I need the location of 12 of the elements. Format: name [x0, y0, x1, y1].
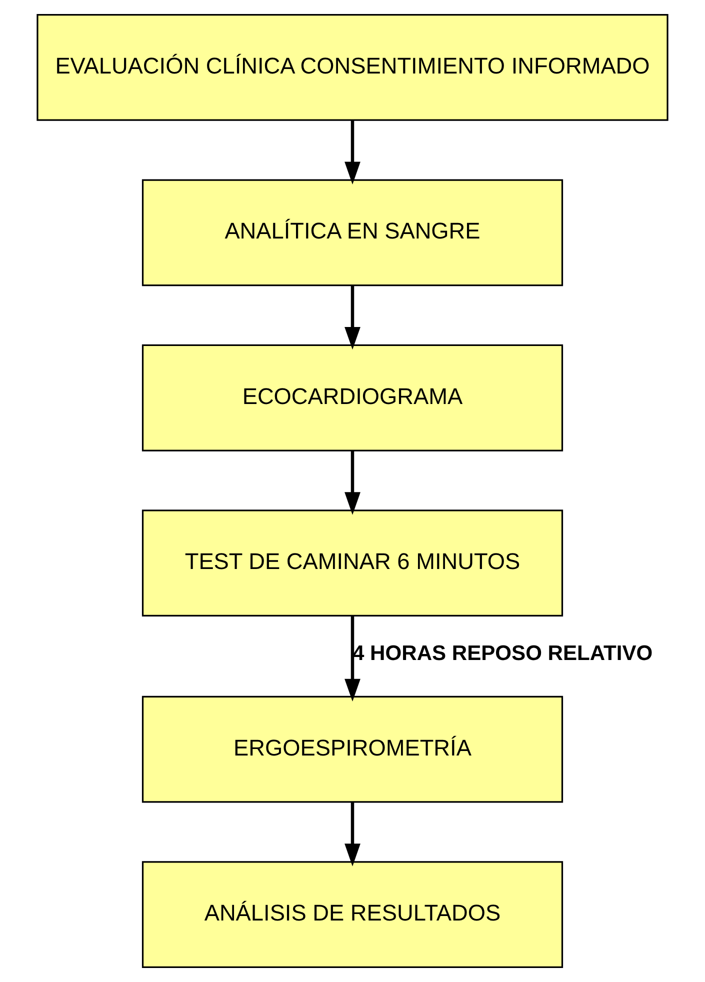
- node-box: ANÁLISIS DE RESULTADOS: [142, 861, 564, 968]
- node-box: ERGOESPIROMETRÍA: [142, 696, 564, 803]
- node-box: EVALUACIÓN CLÍNICA CONSENTIMIENTO INFORMADO: [36, 14, 668, 121]
- arrow: [344, 802, 360, 866]
- edge-label: 4 HORAS REPOSO RELATIVO: [352, 642, 653, 666]
- arrow: [344, 286, 360, 350]
- arrow: [344, 450, 360, 515]
- node-box: TEST DE CAMINAR 6 MINUTOS: [142, 510, 564, 617]
- node-box: ANALÍTICA EN SANGRE: [142, 179, 564, 286]
- node-box: ECOCARDIOGRAMA: [142, 344, 564, 452]
- arrow: [344, 120, 360, 184]
- arrow: [344, 616, 360, 702]
